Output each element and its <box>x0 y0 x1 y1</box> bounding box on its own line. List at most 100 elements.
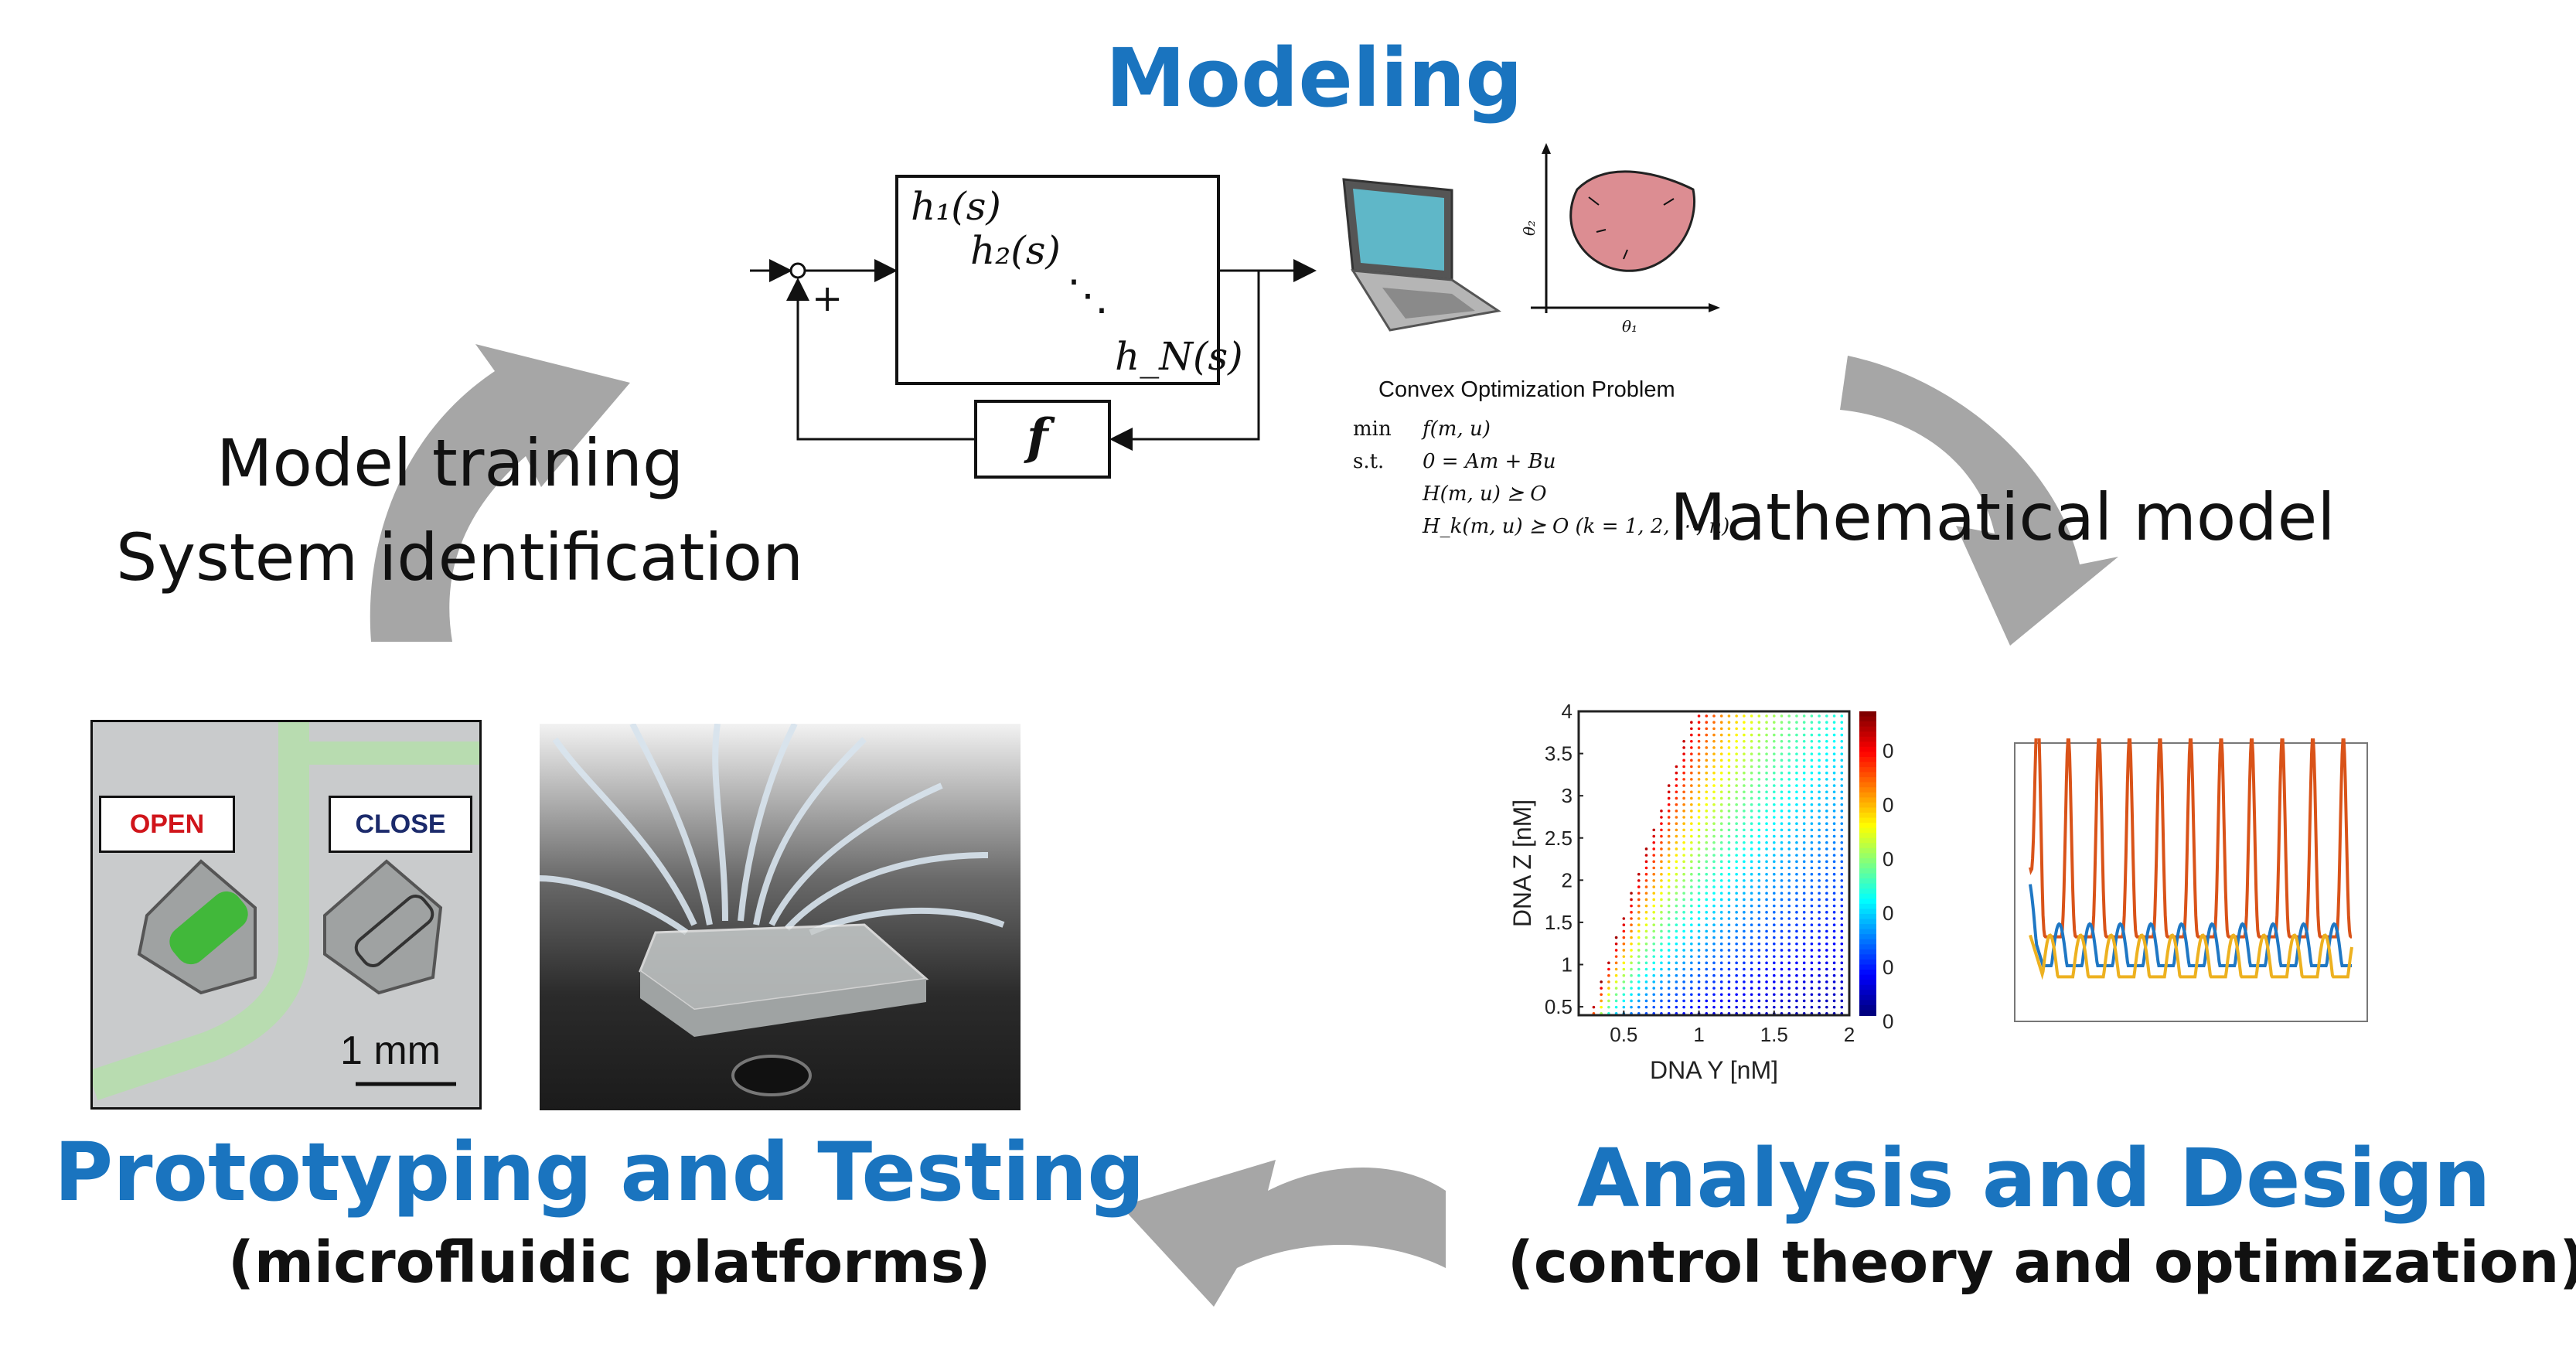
scatter-point <box>1743 936 1746 939</box>
scatter-point <box>1818 917 1821 920</box>
scatter-point <box>1719 765 1723 769</box>
scatter-point <box>1675 949 1678 952</box>
scatter-point <box>1712 904 1716 908</box>
scatter-point <box>1652 949 1656 952</box>
scatter-point <box>1712 929 1716 933</box>
scatter-point <box>1660 961 1663 965</box>
scatter-point <box>1757 961 1761 965</box>
colorbar-segment <box>1859 893 1876 900</box>
scatter-point <box>1772 942 1776 946</box>
scatter-point <box>1705 771 1709 775</box>
scatter-point <box>1787 936 1791 939</box>
colorbar-segment <box>1859 878 1876 885</box>
scatter-point <box>1750 961 1753 965</box>
scatter-point <box>1705 917 1709 920</box>
scatter-point <box>1810 961 1814 965</box>
scatter-point <box>1660 987 1663 990</box>
scatter-point <box>1780 891 1784 895</box>
scatter-point <box>1772 872 1776 876</box>
scatter-point <box>1697 993 1701 997</box>
scatter-point <box>1622 973 1626 977</box>
scatter-point <box>1750 879 1753 882</box>
scatter-point <box>1735 942 1738 946</box>
scatter-point <box>1735 872 1738 876</box>
scatter-point <box>1690 746 1693 749</box>
scatter-point <box>1787 961 1791 965</box>
scatter-point <box>1719 866 1723 870</box>
scatter-point <box>1727 904 1731 908</box>
scatter-point <box>1840 987 1844 990</box>
scatter-point <box>1637 885 1641 888</box>
scatter-point <box>1780 936 1784 939</box>
scatter-point <box>1712 923 1716 926</box>
opt-expr: f(m, u) <box>1423 418 1491 441</box>
scatter-point <box>1637 973 1641 977</box>
scatter-point <box>1765 949 1768 952</box>
scatter-point <box>1719 923 1723 926</box>
scatter-point <box>1690 917 1693 920</box>
colorbar-segment <box>1859 752 1876 758</box>
colorbar-segment <box>1859 984 1876 991</box>
scatter-point <box>1682 840 1685 844</box>
scatter-point <box>1705 790 1709 794</box>
scatter-point <box>1795 999 1798 1003</box>
scatter-point <box>1825 936 1828 939</box>
scatter-point <box>1622 999 1626 1003</box>
scatter-point <box>1705 796 1709 800</box>
scatter-point <box>1743 840 1746 844</box>
scatter-point <box>1832 822 1836 825</box>
scatter-point <box>1690 771 1693 775</box>
scatter-point <box>1818 803 1821 806</box>
scatter-point <box>1750 949 1753 952</box>
scatter-point <box>1825 733 1828 737</box>
scatter-point <box>1697 929 1701 933</box>
scatter-point <box>1802 879 1806 882</box>
scatter-point <box>1840 759 1844 762</box>
scatter-point <box>1825 721 1828 724</box>
scatter-point <box>1727 967 1731 971</box>
prototyping-subtitle: (microfluidic platforms) <box>228 1229 991 1296</box>
scatter-point <box>1750 872 1753 876</box>
scatter-point <box>1667 973 1671 977</box>
open-label: OPEN <box>99 796 235 853</box>
scatter-point <box>1810 929 1814 933</box>
scatter-point <box>1757 840 1761 844</box>
colorbar-segment <box>1859 1004 1876 1011</box>
scatter-point <box>1719 860 1723 864</box>
scatter-point <box>1660 929 1663 933</box>
scatter-point <box>1690 816 1693 819</box>
scatter-point <box>1637 961 1641 965</box>
scatter-point <box>1765 980 1768 984</box>
scatter-point <box>1772 834 1776 838</box>
scatter-point <box>1757 949 1761 952</box>
scatter-point <box>1712 854 1716 857</box>
scatter-point <box>1757 929 1761 933</box>
scatter-point <box>1675 942 1678 946</box>
scatter-point <box>1743 778 1746 781</box>
scatter-point <box>1818 828 1821 832</box>
scatter-point <box>1772 961 1776 965</box>
scatter-point <box>1825 967 1828 971</box>
scatter-point <box>1840 727 1844 731</box>
scatter-point <box>1719 739 1723 743</box>
scatter-point <box>1757 911 1761 914</box>
scatter-point <box>1818 885 1821 888</box>
scatter-point <box>1840 949 1844 952</box>
scatter-point <box>1712 872 1716 876</box>
scatter-point <box>1818 727 1821 731</box>
scatter-point <box>1840 796 1844 800</box>
transfer-matrix-block <box>895 175 1220 385</box>
scatter-point <box>1719 746 1723 749</box>
scatter-point <box>1787 759 1791 762</box>
scatter-point <box>1697 860 1701 864</box>
scatter-point <box>1690 898 1693 902</box>
scatter-point <box>1825 949 1828 952</box>
colorbar-segment <box>1859 949 1876 956</box>
scatter-point <box>1840 733 1844 737</box>
scatter-point <box>1719 727 1723 731</box>
scatter-point <box>1810 840 1814 844</box>
scatter-point <box>1735 860 1738 864</box>
scatter-point <box>1772 917 1776 920</box>
scatter-point <box>1667 822 1671 825</box>
scatter-point <box>1652 936 1656 939</box>
